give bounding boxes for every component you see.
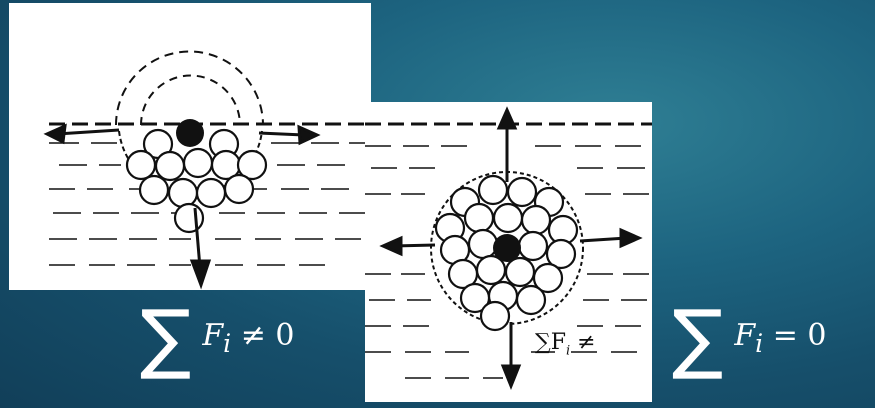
- bulk-molecule-diagram: [365, 106, 652, 391]
- neighbour-molecules: [125, 128, 268, 234]
- sum-symbol: ∑: [672, 293, 724, 382]
- inner-force-label: ∑Fi ≠: [535, 330, 596, 359]
- neighbour-molecules-right: [434, 174, 579, 332]
- liquid-hatching-right: [365, 145, 649, 379]
- surface-molecule-diagram: [43, 50, 371, 290]
- formula-zero-sum: ∑ Fi = 0: [672, 293, 827, 382]
- force-arrows: [43, 123, 321, 290]
- surface-molecule-panel: [9, 3, 371, 290]
- surface-molecule: [176, 119, 204, 147]
- bulk-molecule-panel: ∑Fi ≠: [365, 102, 652, 402]
- formula-nonzero-sum: ∑ Fi ≠ 0: [140, 293, 295, 382]
- sphere-of-action-inner: [140, 74, 241, 126]
- sum-symbol: ∑: [140, 293, 192, 382]
- force-arrows-right: [379, 106, 643, 391]
- bulk-molecule: [493, 234, 521, 262]
- sphere-of-action-outer: [115, 50, 264, 126]
